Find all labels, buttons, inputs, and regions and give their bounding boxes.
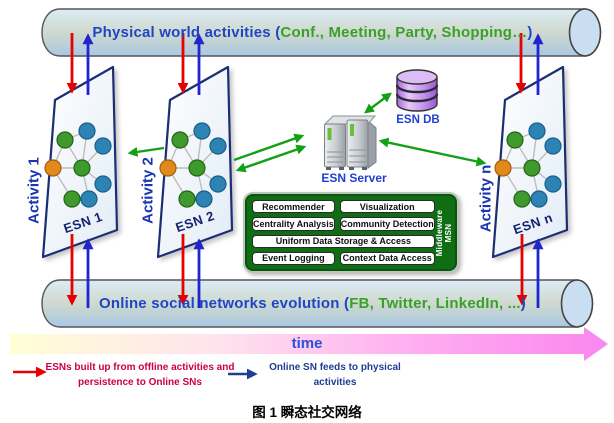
activity-n-label: Activity n <box>477 164 495 233</box>
time-arrow <box>10 327 608 361</box>
red-flow-arrows <box>66 33 528 306</box>
activity-1-label: Activity 1 <box>25 157 43 224</box>
middleware-vertical-label: MSN Middleware <box>433 194 455 271</box>
pipe-label-main: Physical world activities <box>92 24 271 41</box>
blue-flow-arrows <box>82 33 544 308</box>
online-sn-pipe <box>41 279 594 328</box>
pipe-label-examples: FB, Twitter, LinkedIn, ... <box>349 295 521 312</box>
pipe-label-examples: Conf., Meeting, Party, Shopping… <box>280 24 528 41</box>
module-context-data-access: Context Data Access <box>339 251 435 265</box>
esn-server-label: ESN Server <box>321 171 387 185</box>
middleware-box: Recommender Visualization Centrality Ana… <box>243 192 459 273</box>
physical-world-pipe-label: Physical world activities (Conf., Meetin… <box>92 24 533 41</box>
legend-blue-text: Online SN feeds to physical activities <box>269 362 401 388</box>
module-uniform-data-storage: Uniform Data Storage & Access <box>252 234 435 248</box>
time-label: time <box>291 335 323 352</box>
middleware-label: Middleware <box>435 209 444 256</box>
module-recommender: Recommender <box>252 200 335 214</box>
server-icon <box>323 115 377 170</box>
msn-label: MSN <box>444 223 453 242</box>
module-centrality-analysis: Centrality Analysis <box>252 217 335 231</box>
database-icon <box>395 69 439 112</box>
module-visualization: Visualization <box>339 200 435 214</box>
esn-db-label: ESN DB <box>396 114 440 126</box>
physical-world-pipe <box>41 8 602 57</box>
pipe-label-main: Online social networks evolution <box>98 295 340 312</box>
figure-caption: 图 1 瞬态社交网络 <box>252 405 362 420</box>
activity-2-label: Activity 2 <box>139 157 157 224</box>
middleware-modules: Recommender Visualization Centrality Ana… <box>252 200 435 265</box>
online-sn-pipe-label: Online social networks evolution (FB, Tw… <box>98 295 526 312</box>
legend-red-text: ESNs built up from offline activities an… <box>45 362 235 388</box>
green-arrows <box>127 92 487 173</box>
module-community-detection: Community Detection <box>339 217 435 231</box>
module-event-logging: Event Logging <box>252 251 335 265</box>
